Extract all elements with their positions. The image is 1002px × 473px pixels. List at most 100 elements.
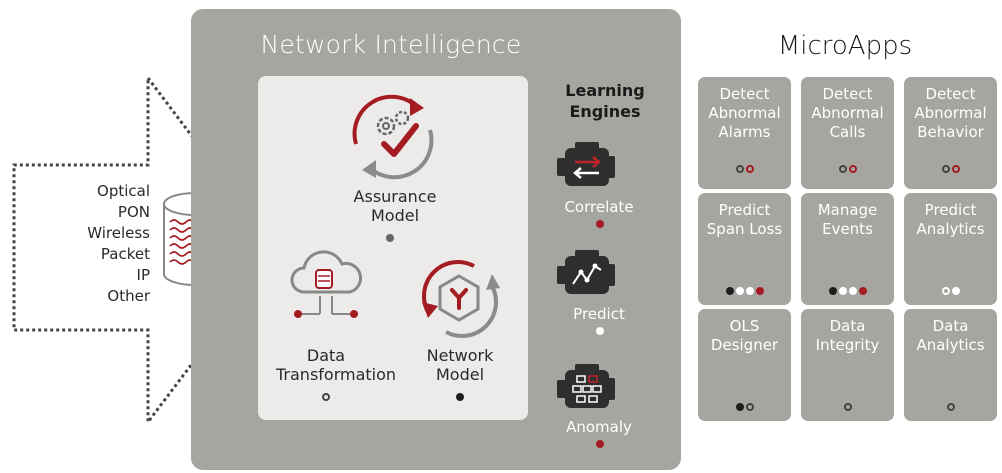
microapp-label-line: Integrity	[815, 336, 880, 354]
microapp-label-line: Events	[822, 220, 873, 238]
microapp-label-line: Alarms	[718, 123, 771, 141]
microapp-label-line: Abnormal	[914, 104, 987, 122]
data-transformation-icon	[290, 250, 363, 318]
microapp-indicator-dots	[698, 287, 791, 295]
transformation-label-line1: Data	[306, 346, 346, 365]
microapp-label-line: Abnormal	[708, 104, 781, 122]
indicator-dot	[735, 165, 744, 173]
network-model-label: Network Model	[410, 346, 510, 384]
microapp-label-line: Data	[829, 317, 866, 335]
microapp-label-line: Detect	[925, 85, 976, 103]
transformation-marker	[322, 393, 330, 401]
microapp-label-line: Detect	[822, 85, 873, 103]
indicator-dot	[745, 165, 754, 173]
indicator-dot	[735, 287, 744, 295]
predict-engine-icon	[557, 250, 615, 294]
microapp-indicator-dots	[801, 403, 894, 411]
indicator-dot	[755, 287, 764, 295]
microapp-indicator-dots	[904, 165, 997, 173]
source-ip: IP	[136, 266, 150, 284]
microapp-indicator-dots	[698, 165, 791, 173]
source-optical: Optical	[97, 182, 150, 200]
microapp-label-line: Data	[932, 317, 969, 335]
anomaly-engine-icon	[557, 364, 615, 408]
microapp-indicator-dots	[904, 403, 997, 411]
predict-label: Predict	[573, 305, 625, 323]
network-label-line2: Model	[435, 365, 485, 384]
microapp-label-line: Manage	[817, 201, 878, 219]
microapp-label-line: Analytics	[916, 220, 985, 238]
network-intelligence-title: Network Intelligence	[260, 30, 522, 59]
indicator-dot	[848, 165, 857, 173]
microapp-indicator-dots	[698, 403, 791, 411]
indicator-dot	[838, 165, 847, 173]
assurance-label-line1: Assurance	[353, 187, 437, 206]
indicator-dot	[725, 287, 734, 295]
network-label-line1: Network	[426, 346, 494, 365]
indicator-dot	[951, 165, 960, 173]
data-source-list: Optical PON Wireless Packet IP Other	[40, 181, 150, 307]
microapp-label-line: Span Loss	[706, 220, 783, 238]
indicator-dot	[848, 287, 857, 295]
learning-engines-line1: Learning	[565, 81, 645, 100]
correlate-engine-icon	[557, 142, 615, 186]
transformation-label-line2: Transformation	[276, 365, 397, 384]
learning-engines-line2: Engines	[569, 102, 641, 121]
correlate-marker	[596, 220, 604, 228]
microapps-title: MicroApps	[777, 31, 913, 61]
assurance-model-label: Assurance Model	[340, 187, 450, 225]
models-panel	[258, 76, 528, 420]
indicator-dot	[838, 287, 847, 295]
microapp-label-line: Predict	[718, 201, 771, 219]
network-model-marker	[456, 393, 464, 401]
anomaly-marker	[596, 440, 604, 448]
indicator-dot	[735, 403, 744, 411]
source-pon: PON	[117, 203, 150, 221]
microapp-label-line: Detect	[719, 85, 770, 103]
indicator-dot	[828, 287, 837, 295]
microapp-label-line: Analytics	[916, 336, 985, 354]
indicator-dot	[843, 403, 852, 411]
microapp-label-line: Calls	[829, 123, 866, 141]
data-transformation-label: Data Transformation	[276, 346, 397, 384]
source-wireless: Wireless	[87, 224, 150, 242]
indicator-dot	[941, 165, 950, 173]
microapp-label-line: Abnormal	[811, 104, 884, 122]
microapp-indicator-dots	[801, 287, 894, 295]
correlate-label: Correlate	[564, 198, 634, 216]
indicator-dot	[946, 403, 955, 411]
microapp-label-line: Predict	[924, 201, 977, 219]
learning-engines-title: Learning Engines	[545, 80, 665, 122]
network-model-icon	[422, 260, 500, 338]
assurance-label-line2: Model	[370, 206, 420, 225]
microapp-indicator-dots	[801, 165, 894, 173]
indicator-dot	[745, 287, 754, 295]
microapp-label-line: Designer	[710, 336, 779, 354]
microapp-label-line: OLS	[729, 317, 760, 335]
microapp-label-line: Behavior	[917, 123, 984, 141]
source-packet: Packet	[100, 245, 150, 263]
assurance-marker	[386, 234, 394, 242]
anomaly-label: Anomaly	[566, 418, 632, 436]
indicator-dot	[951, 287, 960, 295]
indicator-dot	[858, 287, 867, 295]
source-other: Other	[107, 287, 150, 305]
